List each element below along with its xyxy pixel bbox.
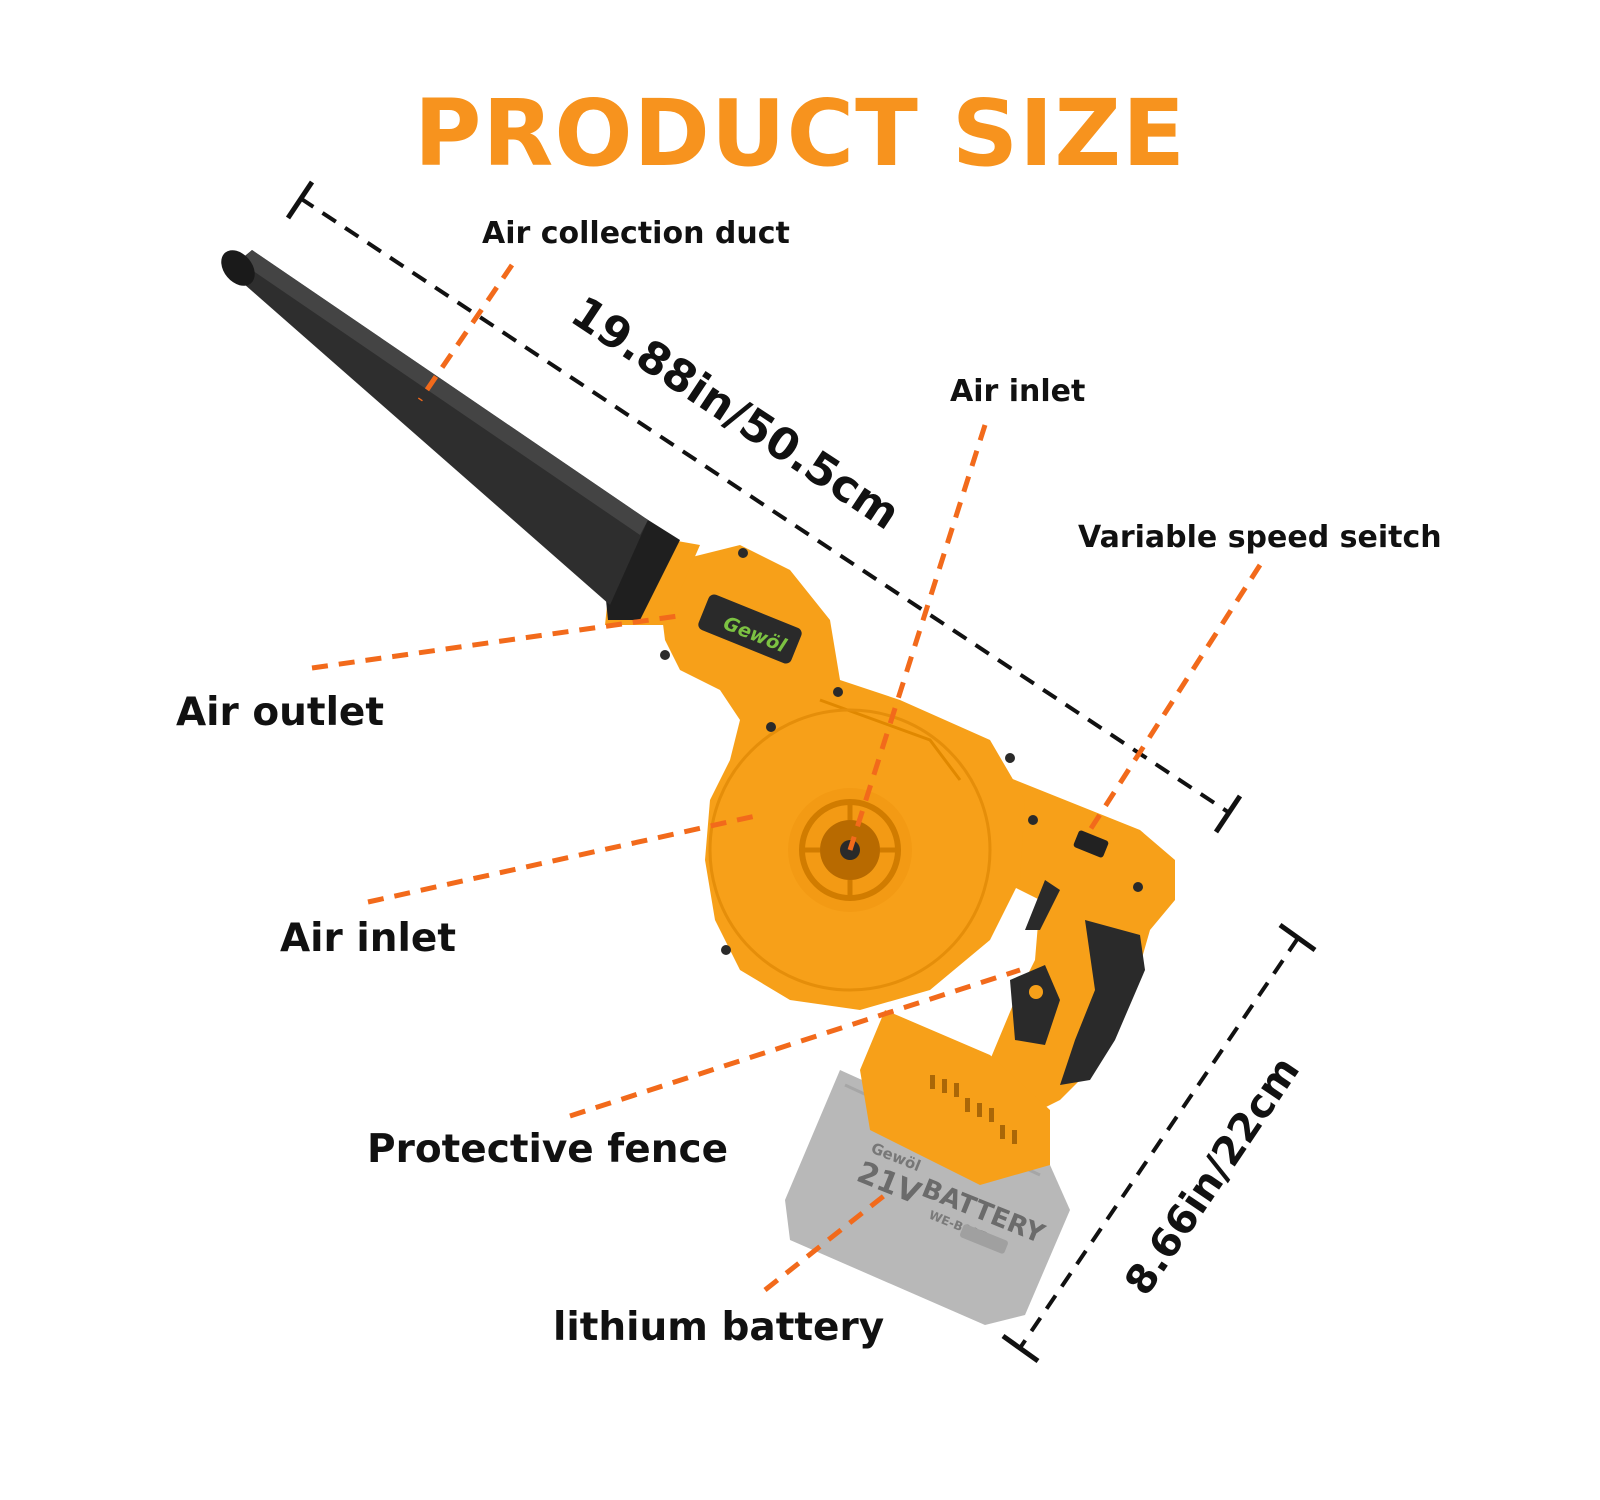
dimension-height-label: 8.66in/22cm <box>1116 1049 1309 1304</box>
dimension-height-line <box>1001 922 1317 1364</box>
leader-air-inlet-top <box>847 424 988 851</box>
label-air-collection-duct: Air collection duct <box>482 216 790 251</box>
label-air-inlet-top: Air inlet <box>950 374 1086 409</box>
label-lithium-battery: lithium battery <box>553 1305 885 1350</box>
label-variable-speed-switch: Variable speed seitch <box>1078 520 1442 555</box>
leader-air-collection-duct <box>417 263 515 402</box>
leader-variable-speed <box>1087 563 1263 832</box>
label-protective-fence: Protective fence <box>367 1127 729 1172</box>
blower-illustration: Gewöl 21V BATTERY WE-B007 <box>221 250 1175 1325</box>
leader-air-outlet <box>311 612 686 671</box>
page-title: PRODUCT SIZE <box>414 80 1186 187</box>
label-air-inlet-side: Air inlet <box>280 916 456 961</box>
leader-air-inlet-side <box>367 812 761 905</box>
label-air-outlet: Air outlet <box>176 690 385 735</box>
dimension-length-line <box>285 180 1243 834</box>
